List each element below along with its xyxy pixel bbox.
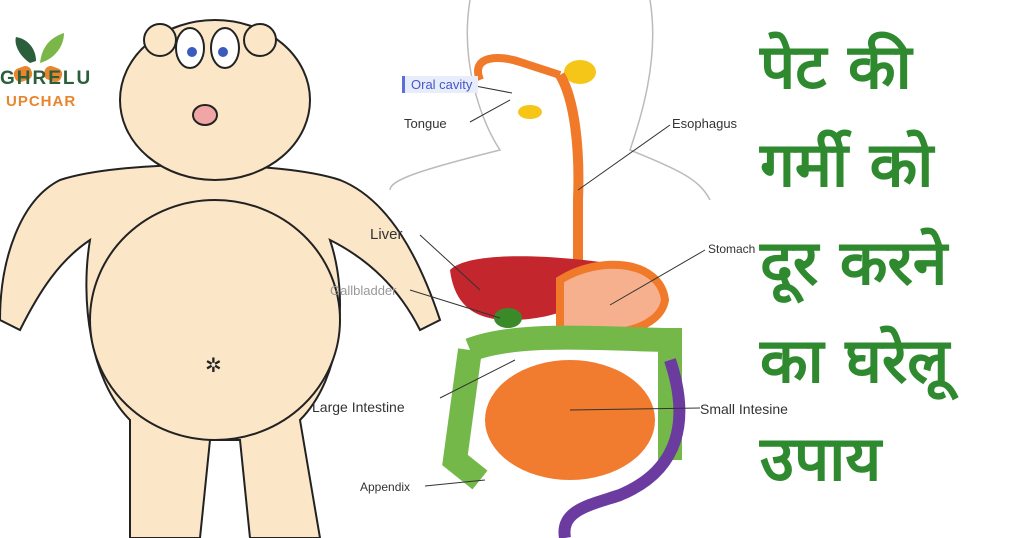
title-line: पेट की [760, 30, 912, 103]
svg-text:✲: ✲ [205, 353, 222, 377]
label-gallbladder: Gallbladder [330, 283, 397, 298]
title-line: गर्मी को [760, 128, 934, 201]
logo-subtext: UPCHAR [6, 93, 77, 110]
label-tongue: Tongue [404, 116, 447, 131]
logo-text: GHRELU [0, 68, 93, 89]
title-line: दूर करने [760, 226, 948, 299]
label-stomach: Stomach [708, 242, 756, 256]
label-oral-cavity: Oral cavity [402, 76, 479, 93]
title-line: का घरेलू [760, 324, 950, 397]
label-liver: Liver [370, 226, 403, 243]
page-title: पेट की गर्मी को दूर करने का घरेलू उपाय [760, 18, 1020, 508]
label-large-intestine: Large Intestine [312, 399, 405, 415]
label-appendix: Appendix [360, 480, 411, 494]
label-esophagus: Esophagus [672, 116, 738, 131]
label-small-intestine: Small Intesine [700, 401, 788, 417]
title-line: उपाय [760, 422, 882, 495]
logo-icon [13, 33, 64, 82]
